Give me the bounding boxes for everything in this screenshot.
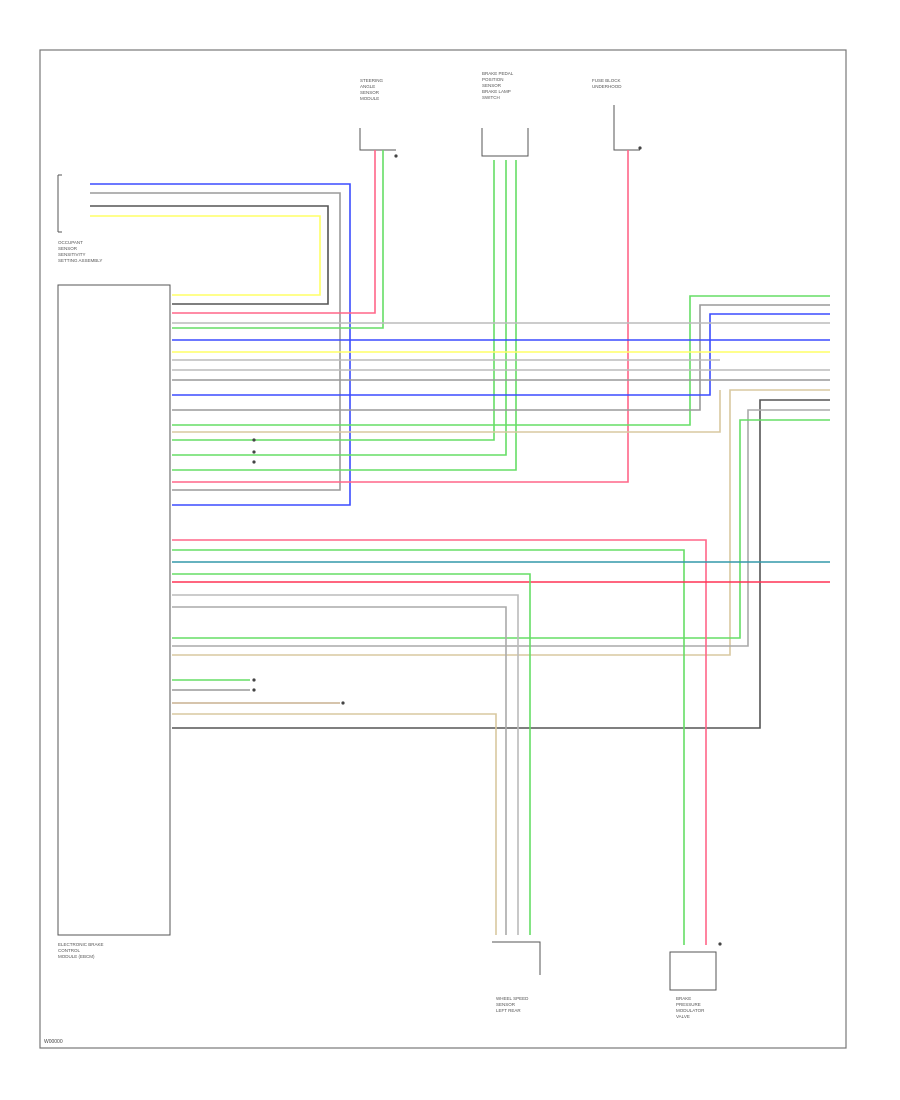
wire-gray-1 [90, 192, 341, 491]
wire-green-mid-5 [172, 573, 531, 935]
svg-text:ELECTRONIC BRAKE: ELECTRONIC BRAKE [58, 942, 104, 947]
svg-text:CONTROL: CONTROL [58, 948, 80, 953]
svg-text:FUSE BLOCK: FUSE BLOCK [592, 78, 621, 83]
svg-text:BRAKE PEDAL: BRAKE PEDAL [482, 71, 514, 76]
svg-text:UNDERHOOD: UNDERHOOD [592, 84, 622, 89]
svg-text:WHEEL SPEED: WHEEL SPEED [496, 996, 529, 1001]
top-left-component-label: OCCUPANT SENSOR SENSITIVITY SETTING ASSE… [58, 240, 102, 263]
wire-group [90, 150, 830, 945]
svg-text:SENSOR: SENSOR [58, 246, 78, 251]
wire-tan-r9 [172, 389, 830, 656]
svg-text:MODULE: MODULE [360, 96, 379, 101]
svg-text:SENSOR: SENSOR [360, 90, 380, 95]
svg-text:STEERING: STEERING [360, 78, 384, 83]
main-module-outline [57, 284, 171, 936]
wire-green-brake-1 [172, 160, 495, 441]
main-module-label: ELECTRONIC BRAKE CONTROL MODULE (EBCM) [58, 942, 104, 959]
wire-tan-r14 [172, 390, 721, 433]
wire-blue-1 [90, 183, 351, 506]
wire-lgray-mid-6 [172, 594, 519, 935]
svg-text:LEFT REAR: LEFT REAR [496, 1008, 521, 1013]
svg-text:VALVE: VALVE [676, 1014, 690, 1019]
svg-text:SWITCH: SWITCH [482, 95, 500, 100]
svg-text:SENSITIVITY: SENSITIVITY [58, 252, 86, 257]
wire-dark-r10 [172, 399, 830, 729]
wire-yellow-1 [90, 215, 321, 296]
wire-green-steering [172, 150, 384, 329]
splice-dots [252, 146, 722, 946]
wire-pink-mid-1 [172, 539, 707, 945]
svg-text:BRAKE LAMP: BRAKE LAMP [482, 89, 511, 94]
svg-text:SENSOR: SENSOR [496, 1002, 516, 1007]
svg-text:BRAKE: BRAKE [676, 996, 691, 1001]
svg-text:MODULE (EBCM): MODULE (EBCM) [58, 954, 95, 959]
diagram-frame [39, 49, 847, 1049]
svg-text:PRESSURE: PRESSURE [676, 1002, 701, 1007]
svg-text:POSITION: POSITION [482, 77, 504, 82]
wire-gray-r11 [172, 409, 830, 647]
svg-text:OCCUPANT: OCCUPANT [58, 240, 83, 245]
top-left-connector [57, 174, 62, 233]
brake-pedal-position-sensor: BRAKE PEDAL POSITION SENSOR BRAKE LAMP S… [481, 71, 529, 157]
wire-lgray-mid-7 [172, 606, 507, 935]
wire-dark-1 [90, 205, 329, 305]
svg-text:SETTING ASSEMBLY: SETTING ASSEMBLY [58, 258, 102, 263]
wire-green-brake-2 [172, 160, 507, 456]
svg-text:MODULATOR: MODULATOR [676, 1008, 705, 1013]
wire-blue-r3 [172, 313, 830, 396]
brake-pressure-modulator-valve: BRAKE PRESSURE MODULATOR VALVE [669, 951, 717, 1019]
wire-pink-fuse [172, 150, 629, 483]
wire-green-brake-3 [172, 160, 517, 471]
svg-text:ANGLE: ANGLE [360, 84, 375, 89]
wheel-speed-sensor-left-rear: WHEEL SPEED SENSOR LEFT REAR [492, 941, 541, 1013]
diagram-footer-code: W00000 [44, 1039, 63, 1045]
wire-gray-r2 [172, 304, 830, 411]
svg-text:SENSOR: SENSOR [482, 83, 502, 88]
underhood-fuse-block: FUSE BLOCK UNDERHOOD [592, 78, 640, 151]
wire-green-mid-2 [172, 549, 685, 945]
steering-angle-sensor: STEERING ANGLE SENSOR MODULE [359, 78, 396, 151]
wire-green-r12 [172, 419, 830, 639]
wire-pink-steering [172, 150, 376, 314]
wire-tan-low-4 [172, 713, 497, 935]
